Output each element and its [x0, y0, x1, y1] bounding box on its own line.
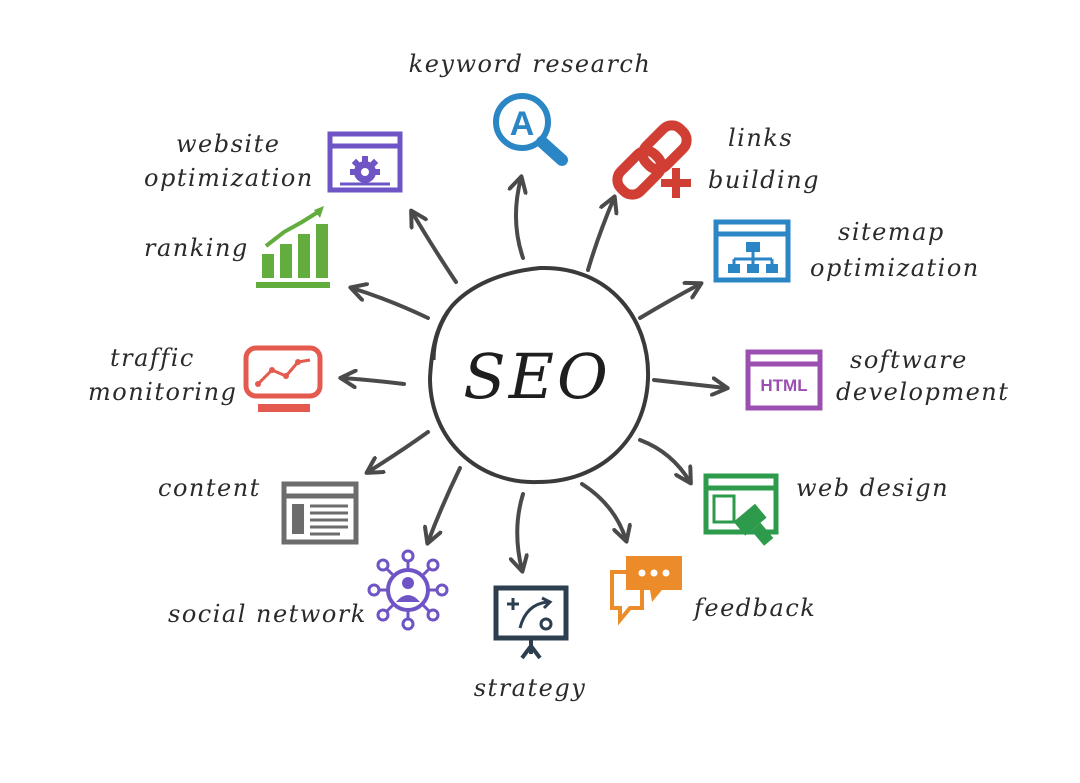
arrow-website-optimization	[412, 212, 458, 284]
sitemap-label-line1: sitemap	[838, 218, 945, 246]
topic-links-building: links building	[612, 120, 820, 200]
links-building-label-line1: links	[728, 124, 793, 152]
center-title: SEO	[463, 340, 611, 413]
html-icon-text: HTML	[760, 376, 807, 395]
sitemap-label-line2: optimization	[810, 254, 980, 282]
content-label: content	[158, 474, 261, 502]
arrows	[342, 178, 726, 570]
arrow-traffic-monitoring	[342, 378, 406, 384]
social-network-icon	[367, 549, 449, 631]
sitemap-icon	[713, 219, 791, 283]
monitor-chart-icon	[243, 345, 323, 412]
svg-text:A: A	[510, 105, 535, 143]
bar-growth-icon	[256, 206, 330, 288]
arrow-software-development	[652, 380, 726, 388]
ranking-label: ranking	[144, 234, 249, 262]
feedback-label: feedback	[692, 594, 816, 622]
topic-website-optimization: website optimization	[144, 130, 403, 193]
arrow-keyword-research	[516, 178, 523, 260]
chat-bubbles-icon	[610, 556, 682, 626]
topic-sitemap-optimization: sitemap optimization	[713, 218, 980, 283]
arrow-ranking	[352, 288, 430, 320]
links-building-label-line2: building	[708, 166, 820, 194]
center-hub: SEO	[427, 265, 651, 485]
topic-keyword-research: keyword research A	[409, 50, 652, 166]
software-development-label-line2: development	[836, 378, 1009, 406]
topic-ranking: ranking	[144, 206, 330, 288]
traffic-monitoring-label-line1: traffic	[110, 344, 195, 372]
website-optimization-label-line2: optimization	[144, 164, 314, 192]
magnifier-a-icon: A	[493, 93, 568, 166]
keyword-research-label: keyword research	[409, 50, 652, 78]
topic-social-network: social network	[168, 549, 449, 631]
topic-web-design: web design	[703, 473, 949, 546]
arrow-content	[368, 430, 430, 472]
topic-software-development: HTML software development	[745, 346, 1009, 411]
arrow-strategy	[517, 492, 523, 570]
topic-feedback: feedback	[610, 556, 816, 626]
arrow-sitemap	[638, 284, 700, 320]
traffic-monitoring-label-line2: monitoring	[88, 378, 237, 406]
web-design-icon	[703, 473, 779, 546]
social-network-label: social network	[168, 600, 367, 628]
arrow-social-network	[428, 466, 462, 542]
software-development-label-line1: software	[850, 346, 968, 374]
topic-traffic-monitoring: traffic monitoring	[88, 344, 323, 412]
website-optimization-label-line1: website	[176, 130, 280, 158]
arrow-web-design	[638, 438, 690, 482]
web-design-label: web design	[796, 474, 949, 502]
arrow-feedback	[580, 482, 626, 540]
topic-strategy: strategy	[474, 585, 587, 702]
content-page-icon	[281, 481, 359, 545]
arrow-links-building	[586, 198, 614, 272]
gear-window-icon	[327, 131, 403, 193]
chain-link-plus-icon	[612, 120, 692, 200]
html-window-icon: HTML	[745, 349, 823, 411]
strategy-label: strategy	[474, 674, 587, 702]
topic-content: content	[158, 474, 359, 545]
strategy-board-icon	[493, 585, 569, 660]
